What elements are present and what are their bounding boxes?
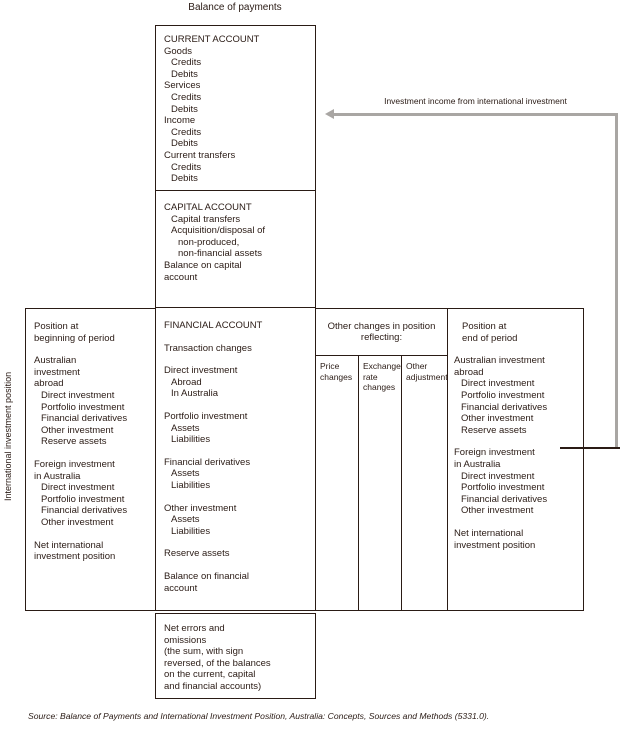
box-line: Reserve assets [164, 548, 230, 560]
other-changes-columns: Price changes Exchange rate changes Othe… [316, 356, 452, 610]
box-line: Position at [34, 321, 79, 332]
box-line: Portfolio investment [461, 482, 545, 494]
box-line: Net international [454, 527, 524, 539]
box-line: Australian investment [454, 355, 545, 367]
box-line: Direct investment [461, 470, 535, 482]
box-line: account [164, 271, 198, 283]
price-changes-column: Price changes [316, 356, 359, 610]
box-line: non-financial assets [178, 248, 262, 260]
box-line: Foreign investment [34, 458, 115, 470]
box-line: Reserve assets [461, 424, 527, 436]
box-line: Net errors and [164, 623, 225, 634]
box-line: and financial accounts) [164, 680, 262, 692]
box-line: Position at [462, 321, 507, 332]
box-line: Net international [34, 539, 104, 551]
box-line: Assets [171, 422, 200, 434]
investment-income-arrow-line-vertical [615, 113, 618, 449]
box-line: Direct investment [461, 378, 535, 390]
box-line: Other investment [41, 516, 114, 528]
box-line: investment position [454, 539, 536, 551]
other-changes-header: Other changes in position reflecting: [316, 309, 447, 356]
box-line: Financial derivatives [164, 456, 251, 468]
exchange-rate-changes-column: Exchange rate changes [359, 356, 402, 610]
box-line: Debits [171, 173, 198, 185]
international-investment-position-label: International investment position [3, 371, 13, 501]
box-line: abroad [34, 378, 64, 390]
box-line: non-produced, [178, 236, 240, 248]
box-line: Portfolio investment [461, 389, 545, 401]
arrow-left-icon [325, 109, 334, 119]
box-line: Liabilities [171, 434, 211, 446]
box-line: in Australia [454, 458, 501, 470]
box-line: Australian [34, 355, 77, 367]
other-changes-box: Other changes in position reflecting: Pr… [315, 308, 452, 611]
box-line: CAPITAL ACCOUNT [164, 202, 252, 213]
investment-income-arrow-line [333, 113, 617, 116]
box-line: end of period [462, 332, 518, 344]
position-end-connector-line [560, 447, 620, 449]
box-line: Financial derivatives [41, 413, 128, 425]
box-line: reversed, of the balances [164, 657, 271, 669]
box-line: Credits [171, 57, 202, 69]
box-line: Direct investment [41, 389, 115, 401]
box-line: CURRENT ACCOUNT [164, 34, 260, 45]
box-line: (the sum, with sign [164, 646, 244, 658]
box-line: omissions [164, 634, 207, 646]
box-line: Credits [171, 126, 202, 138]
box-line: In Australia [171, 388, 218, 400]
box-line: investment position [34, 551, 116, 563]
box-line: in Australia [34, 470, 81, 482]
box-line: Liabilities [171, 479, 211, 491]
box-line: investment [34, 366, 80, 378]
box-line: Debits [171, 103, 198, 115]
box-line: Services [164, 80, 201, 92]
box-line: Assets [171, 514, 200, 526]
source-citation: Source: Balance of Payments and Internat… [28, 711, 490, 721]
box-line: beginning of period [34, 332, 115, 344]
box-line: Assets [171, 468, 200, 480]
box-line: abroad [454, 366, 484, 378]
box-line: Abroad [171, 376, 202, 388]
box-line: Capital transfers [171, 213, 241, 225]
box-line: Other investment [461, 505, 534, 517]
box-line: Current transfers [164, 149, 236, 161]
box-line: Balance on capital [164, 259, 242, 271]
box-line: Other investment [164, 502, 237, 514]
box-line: Direct investment [164, 365, 238, 377]
box-line: Direct investment [41, 482, 115, 494]
diagram-title: Balance of payments [188, 2, 282, 13]
box-line: Portfolio investment [164, 410, 248, 422]
box-line: on the current, capital [164, 669, 256, 681]
box-line: Income [164, 115, 196, 127]
box-line: Transaction changes [164, 342, 252, 354]
box-line: Other investment [41, 424, 114, 436]
box-line: Balance on financial [164, 570, 250, 582]
box-line: account [164, 582, 198, 594]
box-line: Credits [171, 161, 202, 173]
box-line: Acquisition/disposal of [171, 225, 265, 237]
box-line: Credits [171, 91, 202, 103]
box-line: Portfolio investment [41, 401, 125, 413]
box-line: Foreign investment [454, 447, 535, 459]
box-line: Reserve assets [41, 436, 107, 448]
other-adjustments-column: Other adjustments [406, 361, 452, 382]
box-line: Liabilities [171, 525, 211, 537]
box-line: Financial derivatives [461, 493, 548, 505]
box-line: Portfolio investment [41, 493, 125, 505]
box-line: Financial derivatives [41, 505, 128, 517]
box-line: FINANCIAL ACCOUNT [164, 320, 263, 331]
box-line: Other investment [461, 413, 534, 425]
box-line: Debits [171, 138, 198, 150]
box-line: Financial derivatives [461, 401, 548, 413]
box-line: Debits [171, 68, 198, 80]
investment-income-arrow-label: Investment income from international inv… [384, 96, 567, 106]
box-line: Goods [164, 45, 192, 57]
